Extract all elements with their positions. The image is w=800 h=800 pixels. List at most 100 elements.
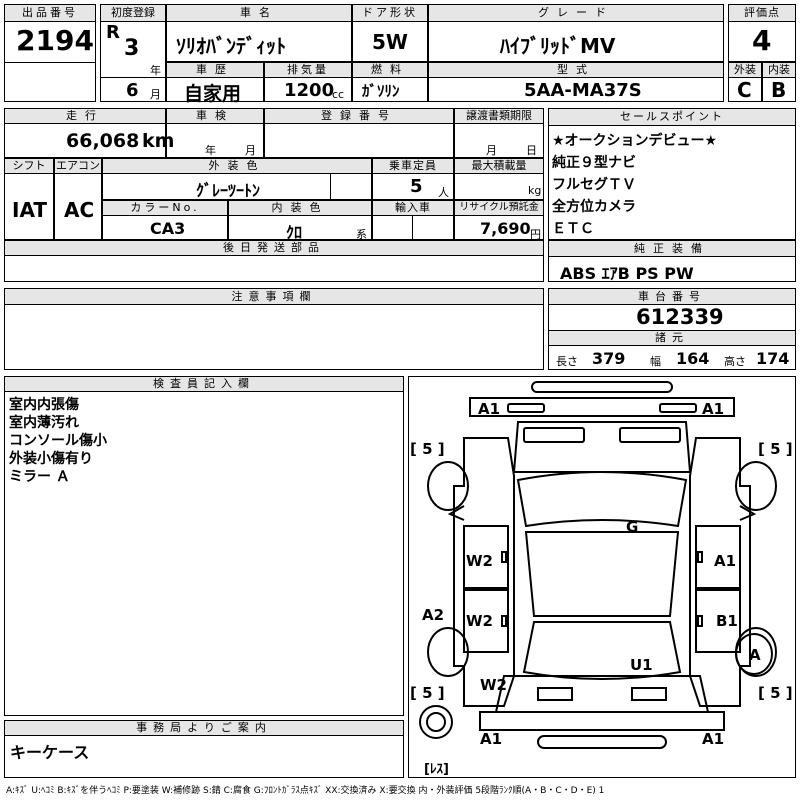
mileage: 66,068 bbox=[66, 130, 140, 152]
transfer-label: 譲渡書類期限 bbox=[454, 108, 544, 124]
mark-left-fender: A2 bbox=[422, 606, 445, 624]
ext-color-label: 外装色 bbox=[102, 158, 372, 174]
transfer-day-unit: 日 bbox=[526, 144, 537, 157]
roof bbox=[524, 531, 680, 617]
int-color-label: 内装色 bbox=[228, 200, 372, 216]
height: 174 bbox=[756, 349, 790, 368]
color-no: CA3 bbox=[150, 219, 186, 238]
recycle: 7,690 bbox=[480, 219, 531, 238]
inspector-line-3: コンソール傷小 bbox=[9, 433, 107, 449]
hood bbox=[512, 421, 692, 473]
reg-no-label: 登録番号 bbox=[264, 108, 454, 124]
model-label: 型式 bbox=[428, 62, 724, 78]
later-parts-label: 後日発送部品 bbox=[4, 240, 544, 256]
spare-tire-hub bbox=[426, 712, 446, 732]
int-color-unit: 系 bbox=[356, 228, 367, 241]
length: 379 bbox=[592, 349, 626, 368]
shift-label: シフト bbox=[4, 158, 54, 174]
inspector-label: 検査員記入欄 bbox=[4, 376, 404, 392]
grade-label: グレード bbox=[428, 4, 724, 22]
displacement-label: 排気量 bbox=[264, 62, 352, 78]
front-bumper bbox=[469, 397, 735, 417]
max-load-unit: kg bbox=[528, 184, 542, 197]
inspector-line-4: 外装小傷有り bbox=[9, 451, 93, 467]
windshield bbox=[516, 471, 688, 528]
int-color: ｸﾛ bbox=[286, 223, 303, 242]
left-headlight bbox=[507, 403, 545, 413]
history-label: 車歴 bbox=[166, 62, 264, 78]
mark-right-door-rear: B1 bbox=[716, 612, 738, 630]
mark-right-rear: A bbox=[749, 646, 761, 664]
car-name: ｿﾘｵﾊﾞﾝﾃﾞｨｯﾄ bbox=[176, 34, 286, 58]
ac-label: エアコン bbox=[54, 158, 102, 174]
mark-roof: G bbox=[626, 518, 639, 536]
car-name-label: 車名 bbox=[166, 4, 352, 22]
import-sub-divider bbox=[412, 216, 413, 240]
mark-left-door-rear: W2 bbox=[466, 612, 493, 630]
history: 自家用 bbox=[184, 83, 242, 105]
mark-bracket-bl: [ 5 ] bbox=[410, 684, 445, 702]
sales-point-3: フルセグＴＶ bbox=[552, 177, 636, 193]
length-label: 長さ bbox=[556, 355, 578, 368]
capacity-unit: 人 bbox=[438, 186, 449, 199]
inspector-line-5: ミラー Ａ bbox=[9, 469, 70, 485]
first-reg-divider bbox=[100, 77, 166, 78]
hood-vent-right bbox=[619, 427, 681, 443]
score-label: 評価点 bbox=[728, 4, 796, 22]
mark-bracket-tr: [ 5 ] bbox=[758, 440, 793, 458]
door-type: 5W bbox=[372, 30, 408, 54]
capacity: 5 bbox=[410, 176, 423, 197]
mark-rear-glass: U1 bbox=[630, 656, 653, 674]
car-diagram-frame bbox=[408, 376, 796, 778]
hood-vent-left bbox=[523, 427, 585, 443]
mark-rear-right: A1 bbox=[702, 730, 725, 748]
left-front-door bbox=[463, 525, 509, 589]
import-label: 輸入車 bbox=[372, 200, 454, 216]
sales-point-4: 全方位カメラ bbox=[552, 199, 636, 215]
inspection-label: 車検 bbox=[166, 108, 264, 124]
score: 4 bbox=[752, 24, 772, 57]
ext-grade: C bbox=[737, 78, 752, 102]
right-front-wheel bbox=[735, 461, 777, 511]
right-rear-handle bbox=[697, 615, 703, 627]
width: 164 bbox=[676, 349, 710, 368]
rear-bumper bbox=[479, 711, 725, 731]
sales-points-label: セールスポイント bbox=[548, 108, 796, 126]
spare-tire bbox=[419, 705, 453, 739]
sales-point-5: ＥＴＣ bbox=[552, 221, 594, 237]
ac: AC bbox=[64, 198, 95, 222]
left-rear-wheel bbox=[427, 627, 469, 677]
int-grade: B bbox=[771, 78, 787, 102]
inspector-line-1: 室内内張傷 bbox=[9, 397, 79, 413]
mark-spare: [ﾚｽ] bbox=[424, 762, 449, 777]
right-front-door bbox=[695, 525, 741, 589]
month-unit: 月 bbox=[150, 88, 161, 101]
mark-right-door-front: A1 bbox=[714, 552, 737, 570]
spec-label: 諸元 bbox=[548, 330, 796, 346]
rear-deck bbox=[494, 675, 710, 713]
left-rear-door bbox=[463, 589, 509, 653]
displacement: 1200 bbox=[284, 80, 335, 101]
rear-glass bbox=[522, 621, 682, 680]
left-mirror bbox=[447, 505, 465, 521]
right-rear-marker bbox=[735, 633, 773, 675]
displacement-unit: cc bbox=[332, 88, 345, 101]
year-unit: 年 bbox=[150, 64, 161, 77]
lot-divider bbox=[4, 62, 96, 63]
sales-point-2: 純正９型ナビ bbox=[552, 155, 636, 171]
right-body-outline bbox=[689, 437, 751, 707]
left-tail-light bbox=[537, 687, 573, 701]
office-label: 事務局よりご案内 bbox=[4, 720, 404, 736]
equipment: ABS ｴｱB PS PW bbox=[560, 264, 694, 283]
inspection-month-unit: 月 bbox=[245, 144, 256, 157]
ext-color-sub-divider bbox=[330, 174, 331, 200]
lot-label: 出品番号 bbox=[4, 4, 96, 22]
max-load-label: 最大積載量 bbox=[454, 158, 544, 174]
mileage-label: 走行 bbox=[4, 108, 166, 124]
lot-number: 2194 bbox=[16, 24, 94, 57]
inspection-year-unit: 年 bbox=[205, 144, 216, 157]
right-tail-light bbox=[631, 687, 667, 701]
reg-month: 6 bbox=[126, 80, 139, 101]
sales-point-1: ★オークションデビュー★ bbox=[552, 133, 718, 149]
right-mirror bbox=[739, 505, 757, 521]
